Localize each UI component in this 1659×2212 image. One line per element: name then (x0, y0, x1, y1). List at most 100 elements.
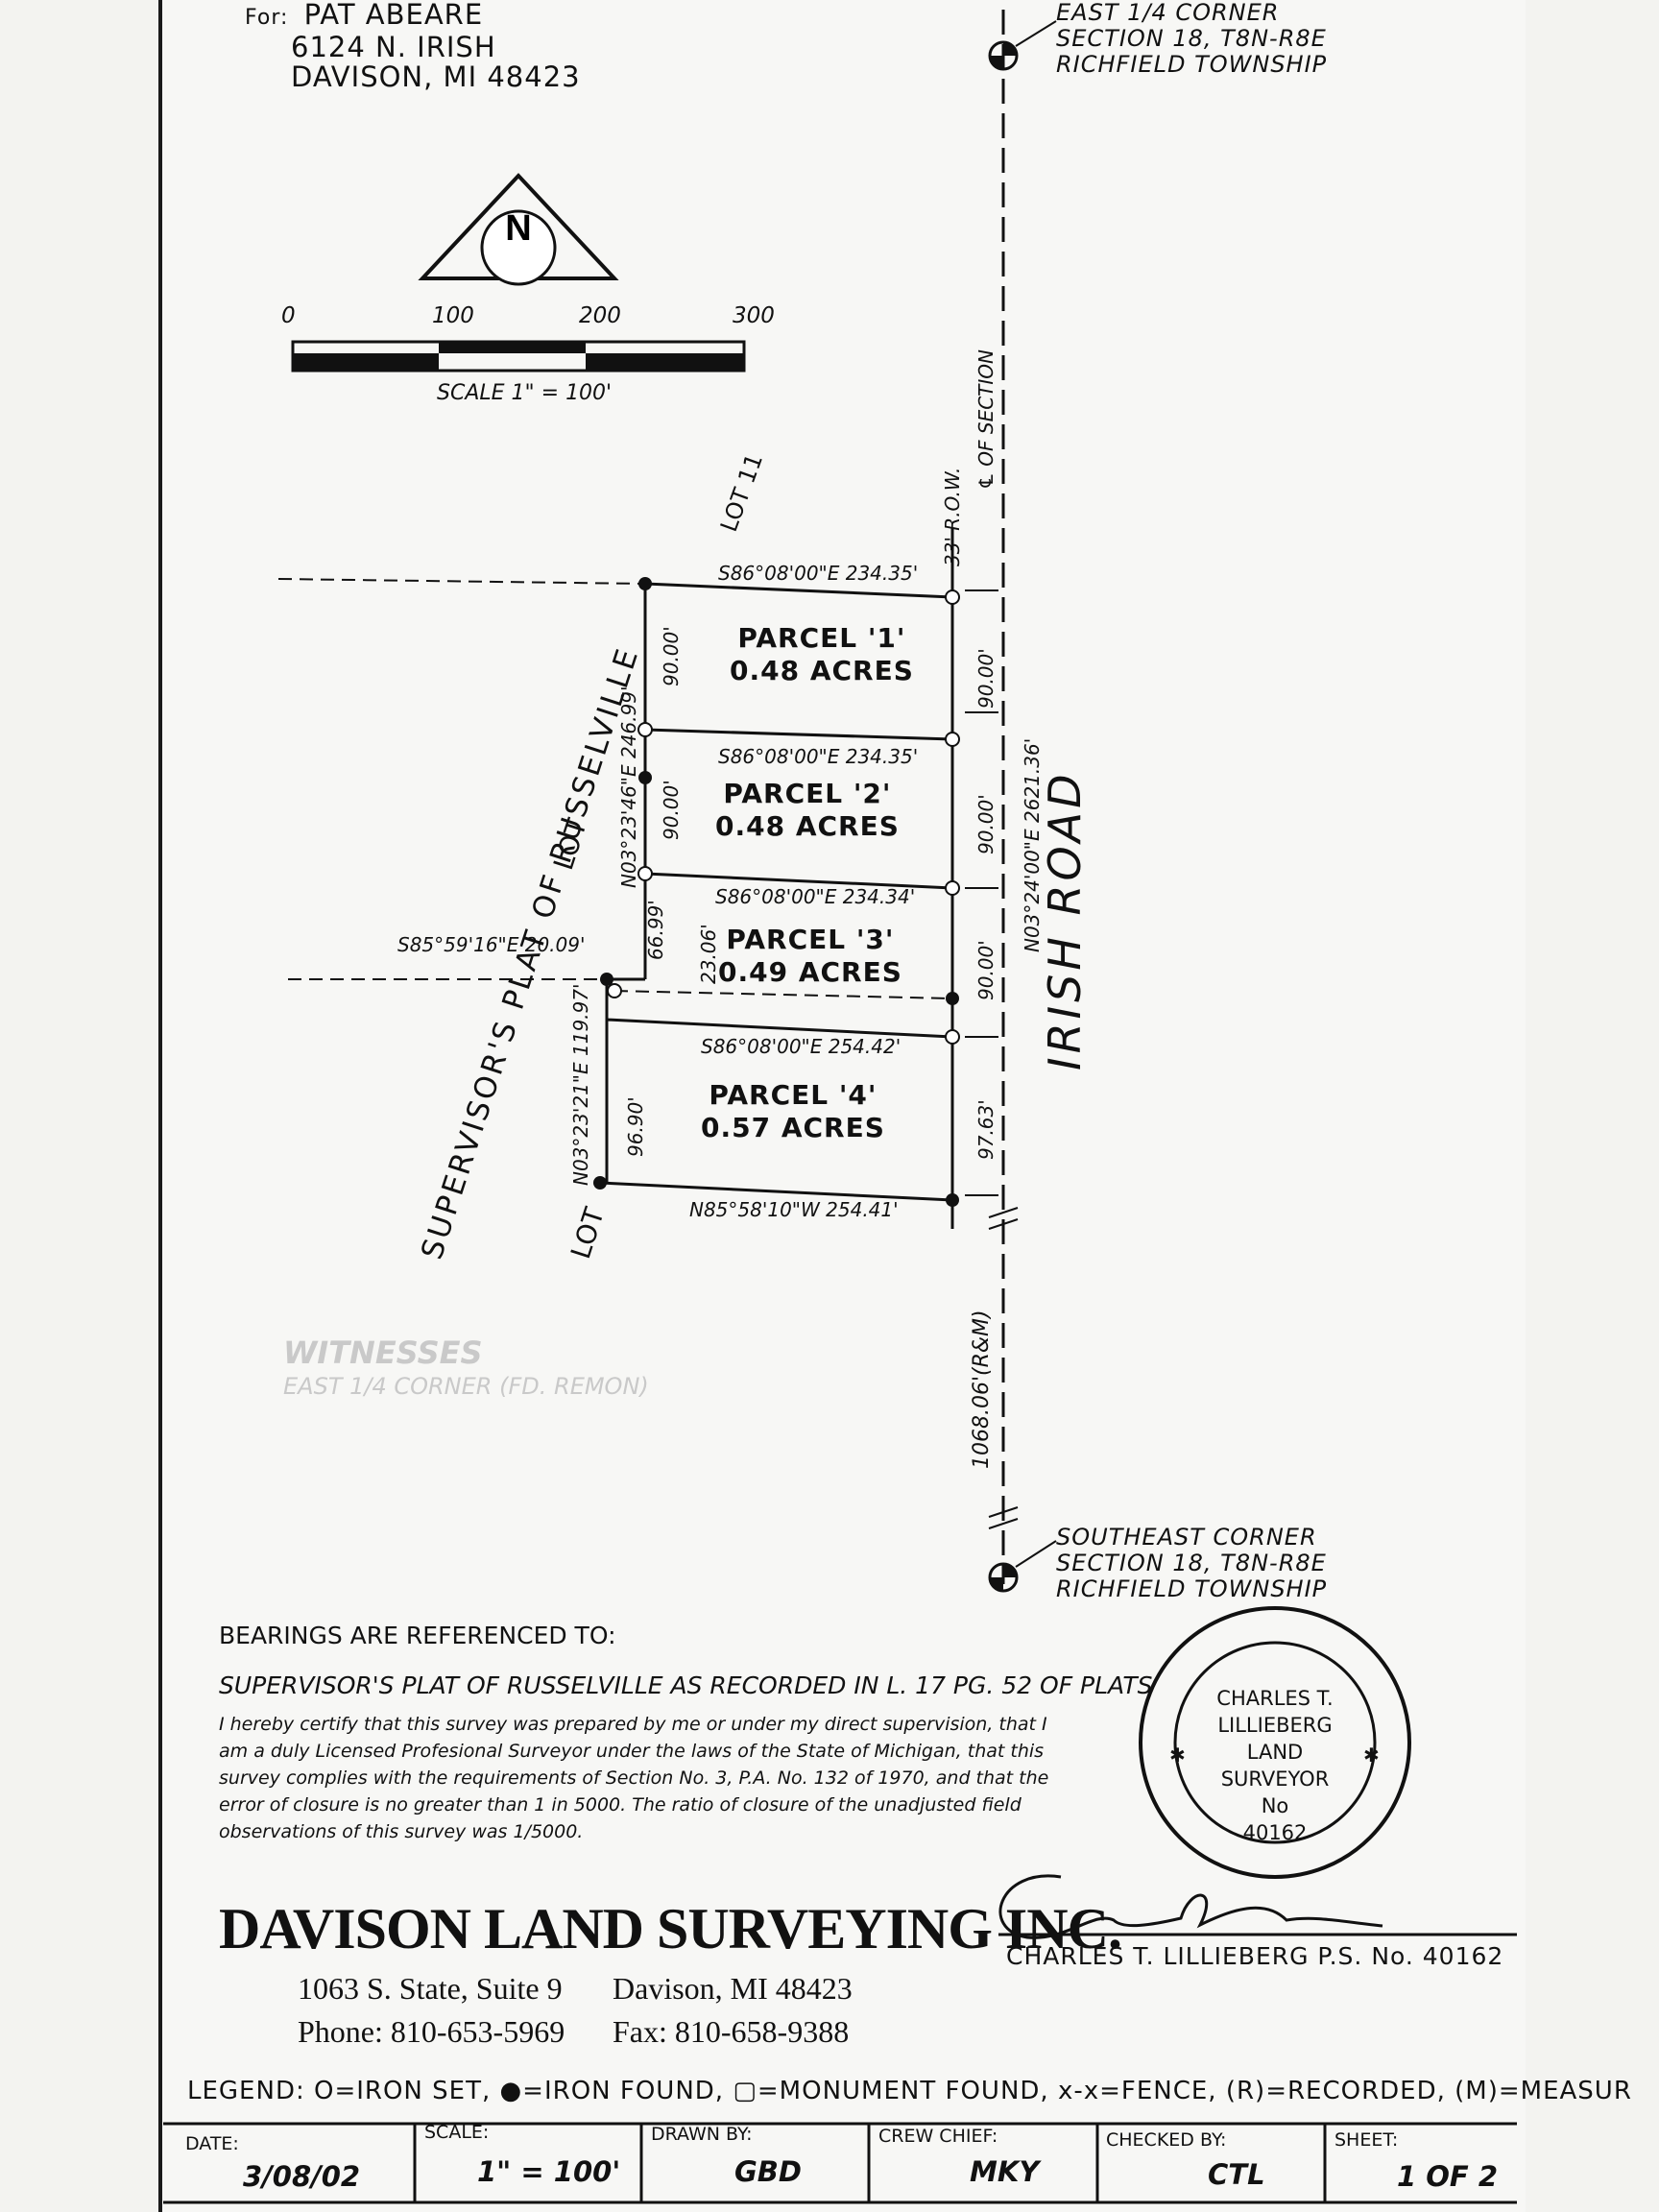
company-phone: Phone: 810-653-5969 (298, 2014, 565, 2049)
date-value: 3/08/02 (243, 2160, 361, 2193)
cert-line5: observations of this survey was 1/5000. (219, 1821, 584, 1842)
date-label: DATE: (185, 2133, 239, 2154)
seal-ring-icon: ✱ ✱ (1139, 1606, 1411, 1879)
title-block-grid (163, 2122, 1517, 2204)
east-dim-3: 90.00' (974, 940, 998, 1000)
scale-tick-300: 300 (733, 303, 775, 328)
witnesses-title: WITNESSES (283, 1334, 483, 1371)
se-corner-monument-icon (988, 1540, 1057, 1593)
parcel-2-area: 0.48 ACRES (715, 810, 900, 842)
bearing-1: S86°08'00"E 234.35' (718, 562, 919, 585)
seal-line2: LILLIEBERG (1217, 1714, 1333, 1737)
cert-line3: survey complies with the requirements of… (219, 1767, 1049, 1789)
bearing-reference-text: SUPERVISOR'S PLAT OF RUSSELVILLE AS RECO… (219, 1671, 1153, 1699)
east-dim-4: 97.63' (974, 1099, 998, 1160)
bearing-4: S86°08'00"E 254.42' (701, 1035, 902, 1058)
scale-tick-100: 100 (432, 303, 474, 328)
client-address1: 6124 N. IRISH (291, 31, 496, 63)
seal-line4: SURVEYOR (1220, 1767, 1330, 1791)
north-arrow-icon: N (418, 173, 619, 286)
parcel-1-label: PARCEL '1' 0.48 ACRES (730, 622, 914, 687)
west-dim-3b: 23.06' (697, 924, 720, 984)
surveyor-credential: CHARLES T. LILLIEBERG P.S. No. 40162 (1006, 1942, 1504, 1970)
sheet-label: SHEET: (1334, 2129, 1399, 2151)
west-dim-3: 66.99' (644, 900, 667, 960)
crew-chief-value: MKY (970, 2155, 1040, 2188)
svg-text:✱: ✱ (1363, 1743, 1380, 1767)
plat-lot-lines (277, 578, 953, 999)
signature-mark (998, 1874, 1383, 1939)
parcel-1-area: 0.48 ACRES (730, 655, 914, 686)
parcel-2-name: PARCEL '2' (723, 778, 892, 809)
legend: LEGEND: O=IRON SET, ●=IRON FOUND, ▢=MONU… (187, 2077, 1632, 2105)
parcel-3-area: 0.49 ACRES (718, 956, 902, 988)
seal-line5: No (1261, 1794, 1289, 1817)
seal-line6: 40162 (1242, 1821, 1308, 1844)
surveyor-seal: ✱ ✱ CHARLES T. LILLIEBERG LAND SURVEYOR … (1131, 1599, 1419, 1887)
bearing-3: S86°08'00"E 234.34' (715, 885, 916, 908)
certification-text: I hereby certify that this survey was pr… (219, 1711, 1048, 1845)
client-address2: DAVISON, MI 48423 (291, 60, 581, 93)
ne-corner-monument-icon (988, 20, 1057, 71)
cert-line1: I hereby certify that this survey was pr… (219, 1714, 1047, 1735)
client-name: PAT ABEARE (303, 0, 484, 31)
west-dim-1: 90.00' (660, 626, 683, 686)
se-corner-label: SOUTHEAST CORNER SECTION 18, T8N-R8E RIC… (1056, 1525, 1327, 1602)
ne-corner-line1: EAST 1/4 CORNER (1056, 0, 1280, 26)
se-corner-line2: SECTION 18, T8N-R8E (1056, 1550, 1327, 1576)
se-corner-line3: RICHFIELD TOWNSHIP (1056, 1575, 1328, 1602)
west-dim-4: 96.90' (624, 1096, 647, 1157)
scale-label: SCALE 1" = 100' (437, 381, 613, 405)
ne-corner-label: EAST 1/4 CORNER SECTION 18, T8N-R8E RICH… (1056, 0, 1327, 78)
ne-corner-line3: RICHFIELD TOWNSHIP (1056, 51, 1328, 78)
client-block: For: PAT ABEARE 6124 N. IRISH DAVISON, M… (245, 0, 581, 92)
scale-field-label: SCALE: (424, 2122, 490, 2143)
bearing-6: S85°59'16"E 20.09' (397, 933, 586, 956)
scale-tick-200: 200 (579, 303, 621, 328)
scale-tick-0: 0 (281, 303, 296, 328)
drawn-by-value: GBD (734, 2155, 802, 2188)
svg-text:✱: ✱ (1169, 1743, 1186, 1767)
scale-value: 1" = 100' (477, 2155, 621, 2188)
parcel-3-label: PARCEL '3' 0.49 ACRES (718, 924, 902, 989)
se-corner-line1: SOUTHEAST CORNER (1056, 1524, 1317, 1551)
checked-by-label: CHECKED BY: (1106, 2129, 1227, 2151)
irish-road-label: IRISH ROAD (1039, 770, 1091, 1070)
parcel-1-name: PARCEL '1' (737, 622, 906, 654)
section-centerline-label: ℄ OF SECTION (974, 349, 998, 490)
west-dim-2: 90.00' (660, 780, 683, 840)
west-lower-bearing: N03°23'21"E 119.97' (569, 983, 592, 1186)
crew-chief-label: CREW CHIEF: (878, 2126, 998, 2147)
sheet-value: 1 OF 2 (1397, 2160, 1499, 2193)
east-dim-1: 90.00' (974, 648, 998, 709)
seal-text: CHARLES T. LILLIEBERG LAND SURVEYOR No 4… (1198, 1685, 1352, 1846)
company-city: Davison, MI 48423 (613, 1971, 853, 2006)
checked-by-value: CTL (1208, 2158, 1265, 2191)
for-label: For: (245, 6, 289, 30)
parcel-4-name: PARCEL '4' (709, 1079, 878, 1111)
north-letter: N (505, 208, 531, 249)
company-name: DAVISON LAND SURVEYING INC. (219, 1897, 1122, 1960)
parcel-3-name: PARCEL '3' (726, 924, 895, 955)
scale-bar (291, 340, 746, 373)
iron-markers (593, 577, 960, 1207)
bearing-reference: BEARINGS ARE REFERENCED TO: SUPERVISOR'S… (219, 1611, 1152, 1711)
cert-line4: error of closure is no greater than 1 in… (219, 1794, 1022, 1815)
bearing-reference-title: BEARINGS ARE REFERENCED TO: (219, 1622, 616, 1649)
row-label: 33' R.O.W. (941, 467, 964, 566)
cert-line2: am a duly Licensed Profesional Surveyor … (219, 1741, 1045, 1762)
bearing-5: N85°58'10"W 254.41' (689, 1198, 899, 1221)
south-distance: 1068.06'(R&M) (970, 1310, 994, 1469)
bearing-2: S86°08'00"E 234.35' (718, 745, 919, 768)
parcel-4-label: PARCEL '4' 0.57 ACRES (701, 1079, 885, 1144)
drawn-by-label: DRAWN BY: (651, 2124, 753, 2145)
company-fax: Fax: 810-658-9388 (613, 2014, 850, 2049)
east-dim-2: 90.00' (974, 794, 998, 854)
seal-line3: LAND (1246, 1741, 1304, 1764)
ne-corner-line2: SECTION 18, T8N-R8E (1056, 25, 1327, 52)
witnesses-ne-title: EAST 1/4 CORNER (FD. REMON) (283, 1373, 649, 1400)
company-street: 1063 S. State, Suite 9 (298, 1971, 563, 2006)
parcel-4-area: 0.57 ACRES (701, 1112, 885, 1143)
parcel-2-label: PARCEL '2' 0.48 ACRES (715, 778, 900, 843)
